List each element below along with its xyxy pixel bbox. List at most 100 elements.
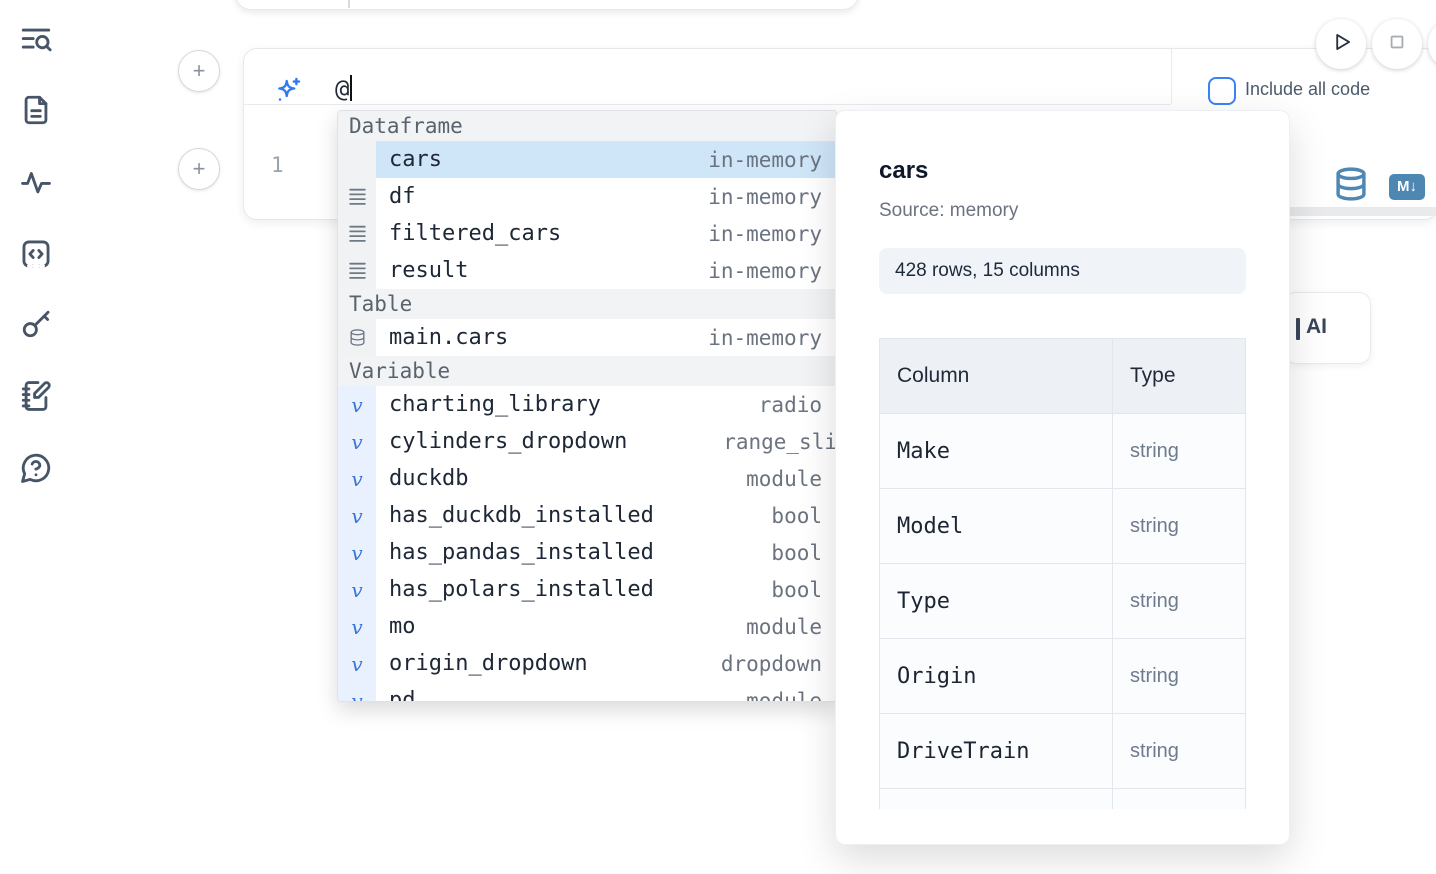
sidebar-keys-button[interactable] [18, 308, 54, 344]
list-search-icon [19, 23, 53, 62]
sidebar-help-button[interactable] [18, 452, 54, 488]
item-name: has_polars_installed [389, 577, 654, 602]
column-name: DriveTrain [880, 714, 1113, 788]
extra-round-button[interactable] [1428, 19, 1436, 69]
item-name: pd [389, 688, 416, 702]
database-icon [338, 319, 376, 356]
sidebar-file-search-button[interactable] [18, 24, 54, 60]
add-cell-button-bottom[interactable]: + [178, 148, 220, 190]
column-header: Column [880, 339, 1113, 413]
section-header-table: Table [338, 289, 836, 319]
ai-button-label: AI [1306, 315, 1327, 338]
table-row: Origin string [880, 638, 1245, 713]
text-cursor [350, 75, 353, 101]
variable-icon: v [338, 682, 376, 701]
item-detail: module [746, 614, 822, 639]
column-type: string [1130, 514, 1179, 537]
divider [1171, 49, 1172, 104]
variable-icon: v [338, 386, 376, 423]
ai-prompt-input[interactable]: @ [335, 75, 353, 103]
section-header-dataframe: Dataframe [338, 111, 836, 141]
item-name: cars [389, 147, 442, 172]
variable-icon: v [338, 423, 376, 460]
column-name: Type [880, 564, 1113, 638]
stop-icon [1384, 29, 1410, 60]
code-line-number: 1 [271, 153, 284, 177]
sidebar-snippets-button[interactable] [18, 238, 54, 274]
variable-icon: v [338, 497, 376, 534]
dataframe-rows-icon [338, 252, 376, 289]
autocomplete-item-cylinders-dropdown[interactable]: v cylinders_dropdown range_sli [338, 423, 836, 460]
autocomplete-item-has-polars-installed[interactable]: v has_polars_installed bool [338, 571, 836, 608]
table-row-partial [880, 788, 1245, 809]
prompt-value: @ [335, 75, 350, 103]
clipped-letter [1296, 318, 1300, 340]
column-type: string [1130, 739, 1179, 762]
run-cell-button[interactable] [1316, 19, 1366, 69]
item-name: cylinders_dropdown [389, 429, 628, 454]
item-name: has_duckdb_installed [389, 503, 654, 528]
column-type: string [1130, 664, 1179, 687]
table-row: DriveTrain string [880, 713, 1245, 788]
item-detail: bool [771, 503, 822, 528]
convert-to-sql-button[interactable] [1333, 166, 1369, 207]
include-all-code-checkbox[interactable] [1208, 77, 1236, 105]
add-cell-button-top[interactable]: + [178, 50, 220, 92]
item-detail: in-memory [708, 184, 822, 209]
ai-sparkles-icon [273, 76, 303, 111]
variable-icon: v [338, 571, 376, 608]
play-icon [1328, 29, 1354, 60]
column-name: Model [880, 489, 1113, 563]
table-row: Type string [880, 563, 1245, 638]
convert-to-markdown-button[interactable]: M↓ [1389, 173, 1425, 200]
help-chat-icon [19, 451, 53, 490]
code-square-icon [19, 237, 53, 276]
table-row: Model string [880, 488, 1245, 563]
item-detail: radio [758, 392, 822, 417]
dataframe-rows-icon [338, 141, 376, 178]
section-header-variable: Variable [338, 356, 836, 386]
column-name: Make [880, 414, 1113, 488]
item-detail: in-memory [708, 325, 822, 350]
stop-button[interactable] [1372, 19, 1422, 69]
sidebar-scratchpad-button[interactable] [18, 380, 54, 416]
sidebar-files-button[interactable] [18, 94, 54, 130]
column-type [1113, 789, 1245, 809]
item-detail: bool [771, 540, 822, 565]
item-detail: in-memory [708, 221, 822, 246]
column-type: string [1130, 589, 1179, 612]
variable-icon: v [338, 645, 376, 682]
type-header: Type [1130, 364, 1176, 387]
sidebar-activity-button[interactable] [18, 166, 54, 202]
item-detail: bool [771, 577, 822, 602]
item-detail: range_sli [723, 429, 836, 454]
item-name: duckdb [389, 466, 469, 491]
shape-badge: 428 rows, 15 columns [879, 248, 1246, 294]
item-name: mo [389, 614, 416, 639]
preview-source: Source: memory [879, 200, 1019, 221]
autocomplete-item-has-duckdb-installed[interactable]: v has_duckdb_installed bool [338, 497, 836, 534]
previous-cell-edge [235, 0, 859, 10]
dataframe-rows-icon [338, 215, 376, 252]
plus-icon: + [192, 156, 206, 181]
horizontal-scrollbar[interactable] [1290, 207, 1436, 216]
dataframe-rows-icon [338, 178, 376, 215]
generate-with-ai-button[interactable]: AI [1284, 292, 1371, 364]
file-text-icon [19, 93, 53, 132]
preview-title: cars [879, 157, 929, 184]
column-name: Origin [880, 639, 1113, 713]
schema-header-row: Column Type [880, 339, 1245, 413]
